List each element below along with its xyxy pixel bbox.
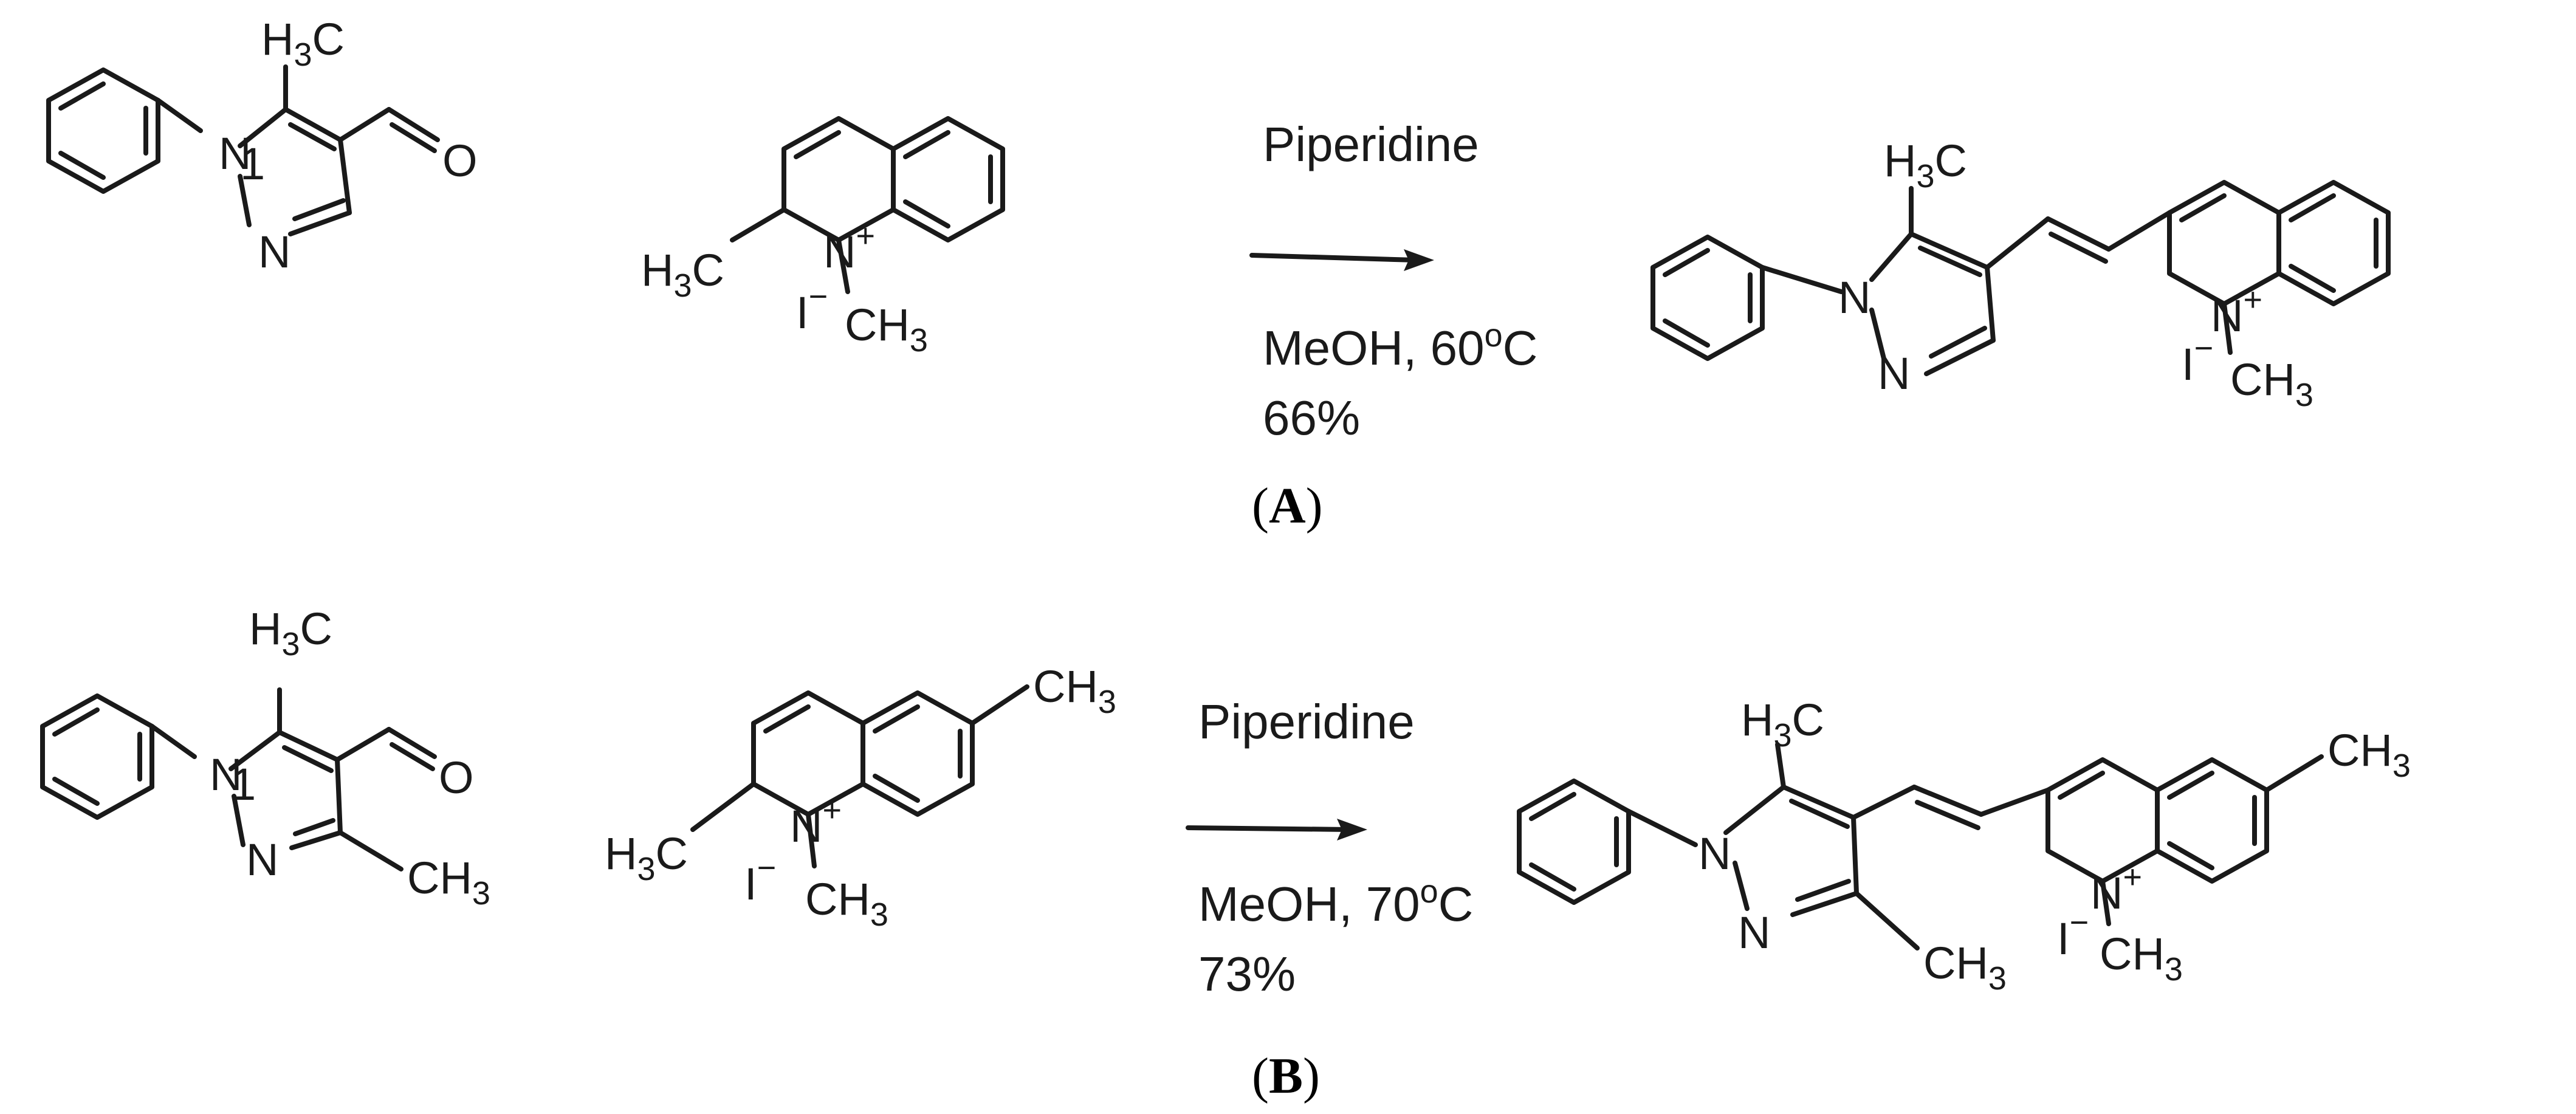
reaction-arrow-a	[1249, 249, 1434, 271]
panel-label-b: (B)	[1252, 1048, 1320, 1104]
reagent-b: Piperidine	[1198, 695, 1415, 749]
yield-a: 66%	[1263, 391, 1360, 445]
atom-methyl-h: H3C	[1884, 136, 1967, 194]
atom-methyl-h: H3C	[261, 14, 345, 73]
atom-n1: N	[1698, 828, 1731, 879]
atom-iodide: I−	[796, 278, 828, 338]
reactant-b-quinolinium: CH3 N+ H3C I− CH3	[605, 661, 1116, 933]
atom-n-methyl: CH3	[845, 300, 928, 359]
reactant-a-quinolinium: N+ H3C I− CH3	[641, 116, 1005, 359]
atom-n2: N	[1738, 907, 1770, 958]
atom-n1-locant: 1	[240, 139, 265, 189]
atom-n1: N	[1838, 272, 1870, 323]
atom-n-plus: N+	[823, 218, 875, 277]
reagent-a: Piperidine	[1263, 117, 1479, 171]
atom-methyl-left: H3C	[605, 828, 688, 887]
yield-b: 73%	[1198, 947, 1296, 1001]
atom-methyl-top: H3C	[1741, 695, 1824, 754]
atom-methyl-left: H3C	[641, 245, 724, 304]
atom-iodide: I−	[744, 850, 776, 909]
atom-iodide: I−	[2182, 330, 2213, 390]
atom-n2: N	[246, 834, 278, 885]
atom-n-methyl: CH3	[2230, 354, 2313, 413]
product-b: N N H3C CH3 CH3 N+ I− CH3	[1517, 695, 2411, 997]
atom-n2: N	[258, 227, 290, 277]
atom-n-methyl: CH3	[2100, 929, 2183, 988]
atom-methyl-top: H3C	[249, 603, 332, 662]
atom-o: O	[439, 752, 474, 803]
product-a: N N H3C N+ I− CH3	[1650, 136, 2391, 413]
atom-n1: N	[210, 749, 242, 800]
conditions-a: MeOH, 60oC	[1263, 317, 1537, 375]
panel-b: N 1 N O H3C CH3 CH3 N+ H3C I− CH3	[40, 603, 2411, 1104]
atom-n-plus: N+	[2090, 859, 2142, 918]
atom-methyl-c6: CH3	[2327, 725, 2411, 784]
atom-n-plus: N+	[2211, 281, 2262, 341]
atom-n1-locant: 1	[231, 759, 256, 810]
atom-iodide: I−	[2057, 904, 2089, 964]
atom-methyl-bottom: CH3	[407, 853, 490, 912]
reaction-arrow-b	[1186, 819, 1367, 841]
atom-methyl-c6: CH3	[1033, 661, 1116, 720]
reactant-a-pyrazole-aldehyde: N 1 N O H3C	[46, 14, 478, 277]
atom-o: O	[442, 136, 478, 186]
atom-methyl-bottom: CH3	[1923, 938, 2007, 997]
reactant-b-pyrazole-aldehyde: N 1 N O H3C CH3	[40, 603, 490, 912]
atom-n-plus: N+	[790, 792, 842, 851]
atom-n-methyl: CH3	[805, 874, 888, 933]
panel-label-a: (A)	[1252, 478, 1323, 534]
atom-n1: N	[219, 128, 251, 179]
atom-n2: N	[1878, 348, 1910, 399]
conditions-b: MeOH, 70oC	[1198, 873, 1473, 931]
panel-a: N 1 N O H3C N+ H3C I− CH3 Piperidine	[46, 14, 2391, 534]
